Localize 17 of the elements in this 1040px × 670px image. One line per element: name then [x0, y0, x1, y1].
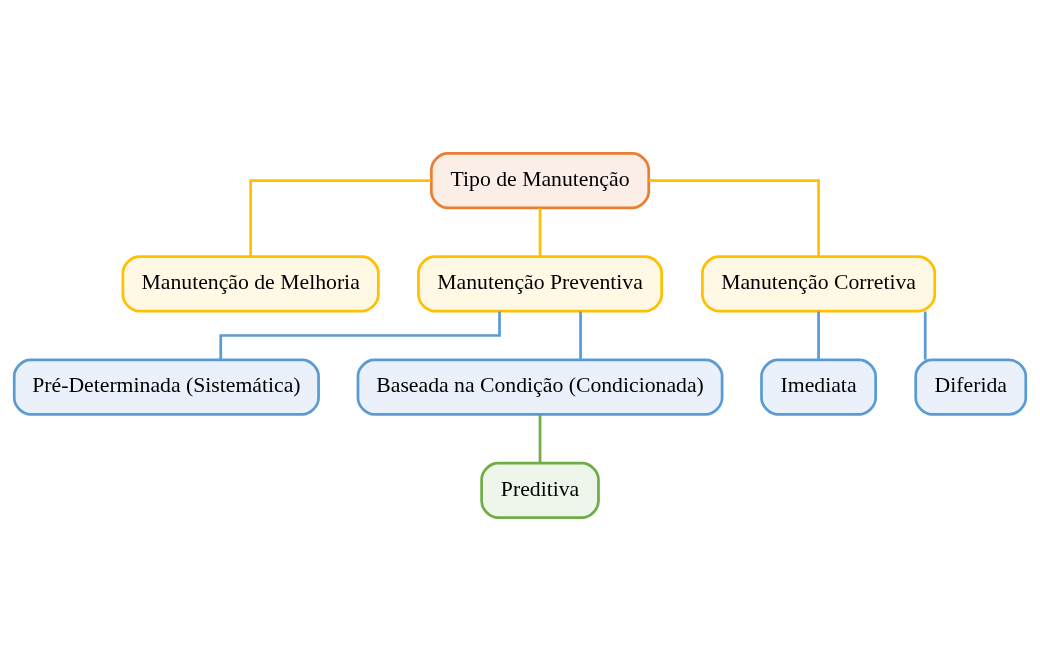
- node-box: Manutenção Preventiva: [417, 254, 663, 312]
- node-box: Imediata: [760, 358, 877, 416]
- node-box: Manutenção Corretiva: [701, 254, 937, 312]
- node-box: Baseada na Condição (Condicionada): [356, 358, 724, 416]
- connector: [579, 311, 582, 360]
- node-box: Tipo de Manutenção: [430, 151, 651, 209]
- node-box: Preditiva: [480, 461, 600, 519]
- connector: [249, 178, 432, 256]
- connector: [648, 178, 820, 256]
- node-box: Manutenção de Melhoria: [121, 254, 380, 312]
- connector: [817, 311, 820, 360]
- connector: [219, 311, 501, 359]
- node-box: Diferida: [914, 358, 1028, 416]
- connector: [538, 207, 542, 256]
- connector: [923, 311, 927, 360]
- node-box: Pré-Determinada (Sistemática): [12, 358, 320, 416]
- connector: [538, 414, 542, 463]
